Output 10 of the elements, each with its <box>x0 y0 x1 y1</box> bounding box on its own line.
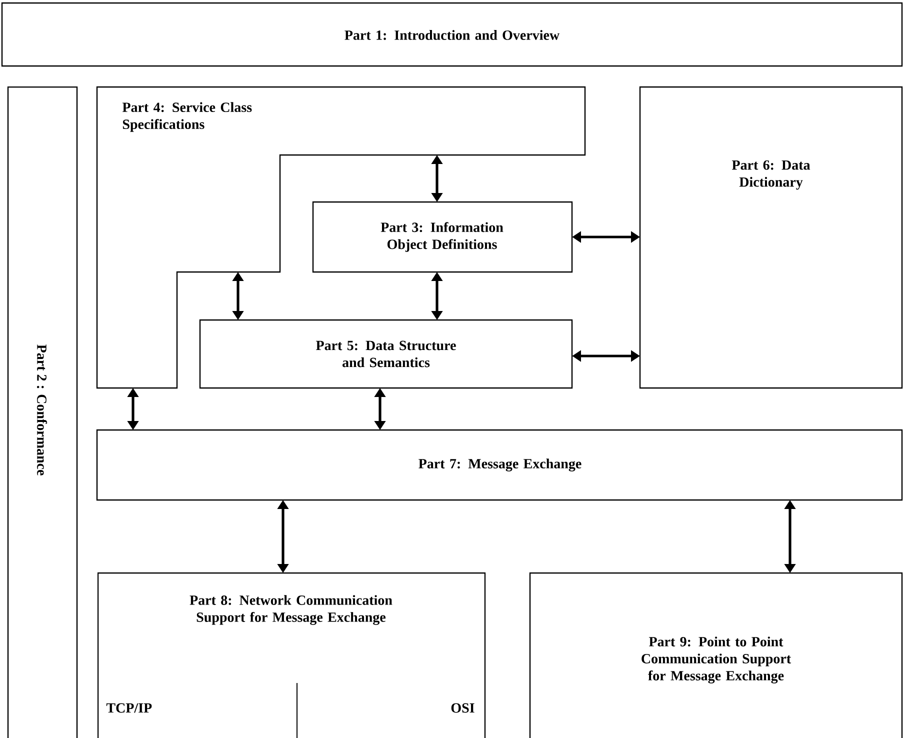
protocol-label: OSI <box>451 703 474 713</box>
part-box: Part 5: Data Structure and Semantics <box>199 319 573 389</box>
part-box: Part 8: Network Communication Support for Message Exchange TCP/IP OSI <box>97 572 486 738</box>
part-band: Part 2 : Conformance <box>7 86 78 738</box>
part-box: Part 9: Point to Point Communication Support for Message Exchange <box>529 572 903 738</box>
protocol-label: TCP/IP <box>106 703 152 713</box>
part-band: Part 1: Introduction and Overview <box>1 2 903 67</box>
part-box: Part 6: Data Dictionary <box>639 86 903 389</box>
part-band: Part 7: Message Exchange <box>96 429 903 501</box>
part-box: Part 3: Information Object Definitions <box>312 201 573 273</box>
